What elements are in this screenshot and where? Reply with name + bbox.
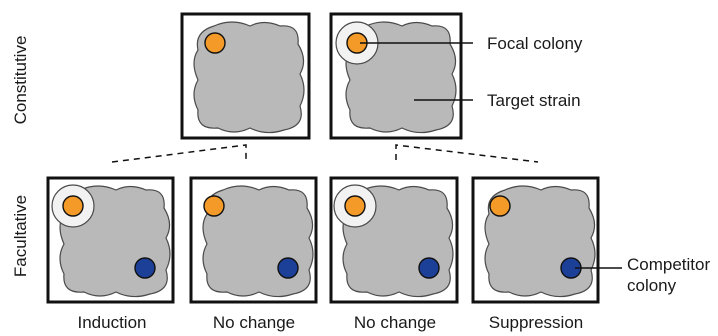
panel-induction [46, 176, 175, 304]
outcome-label-no-change-2: No change [354, 313, 436, 332]
label-focal-colony: Focal colony [487, 34, 583, 53]
label-target-strain: Target strain [487, 91, 581, 110]
focal-colony [203, 195, 225, 217]
competitor-colony [418, 257, 440, 279]
label-competitor-colony-line1: Competitor [627, 255, 710, 274]
row-label-facultative: Facultative [11, 195, 30, 277]
competitor-colony [134, 257, 156, 279]
outcome-label-no-change-1: No change [213, 313, 295, 332]
connector-left [111, 144, 247, 163]
panel-constitutive-halo [329, 12, 473, 140]
connector-right [395, 144, 539, 163]
label-competitor-colony-line2: colony [627, 276, 677, 295]
panel-constitutive-no-halo [180, 12, 311, 140]
outcome-label-induction: Induction [78, 313, 147, 332]
outcome-label-suppression: Suppression [489, 313, 584, 332]
panel-no-change-1 [189, 176, 318, 304]
panel-suppression [471, 176, 622, 304]
focal-colony [489, 195, 511, 217]
competitor-colony [277, 257, 299, 279]
focal-colony [344, 195, 366, 217]
panel-no-change-2 [329, 176, 459, 304]
focal-colony [204, 32, 226, 54]
focal-colony [62, 195, 84, 217]
row-label-constitutive: Constitutive [11, 36, 30, 125]
